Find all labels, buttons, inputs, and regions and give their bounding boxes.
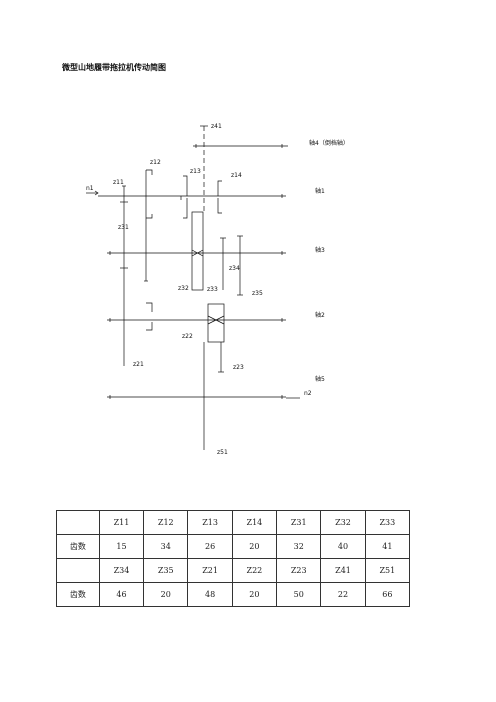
table-cell: Z35 xyxy=(143,558,189,583)
table-cell: 66 xyxy=(364,582,411,607)
table-cell xyxy=(56,558,100,583)
table-cell: Z41 xyxy=(320,558,366,583)
gear-label-z13: z13 xyxy=(190,168,201,175)
gear-label-z12: z12 xyxy=(150,159,161,166)
table-row: 齿数 15 34 26 20 32 40 41 xyxy=(56,534,411,559)
table-cell: 22 xyxy=(320,582,366,607)
table-cell: 48 xyxy=(187,582,233,607)
table-cell: 41 xyxy=(364,534,411,559)
gear-label-z51: z51 xyxy=(217,449,228,456)
input-speed-label: n1 xyxy=(86,185,94,192)
gear-label-z22: z22 xyxy=(182,333,193,340)
table-cell: Z11 xyxy=(98,510,145,535)
table-cell: Z22 xyxy=(231,558,278,583)
axis-label-4: 轴4（倒档轴） xyxy=(309,139,349,147)
table-cell: Z31 xyxy=(276,510,322,535)
output-speed-label: n2 xyxy=(304,390,312,397)
table-cell: 46 xyxy=(98,582,145,607)
gear-label-z33: z33 xyxy=(207,286,218,293)
gear-label-z34: z34 xyxy=(229,265,240,272)
table-cell xyxy=(56,510,100,535)
table-row: 齿数 46 20 48 20 50 22 66 xyxy=(56,582,411,607)
table-cell: 20 xyxy=(143,582,189,607)
table-cell: Z34 xyxy=(98,558,145,583)
gear-label-z35: z35 xyxy=(252,290,263,297)
table-cell: Z12 xyxy=(143,510,189,535)
gear-teeth-table: Z11 Z12 Z13 Z14 Z31 Z32 Z33 齿数 15 34 26 … xyxy=(56,510,411,607)
table-cell: 26 xyxy=(187,534,233,559)
axis-label-1: 轴1 xyxy=(315,187,325,195)
axis-label-3: 轴3 xyxy=(315,246,325,254)
table-cell: Z13 xyxy=(187,510,233,535)
gear-label-z32: z32 xyxy=(178,285,189,292)
table-cell: 齿数 xyxy=(56,582,100,607)
table-cell: 齿数 xyxy=(56,534,100,559)
table-row: Z34 Z35 Z21 Z22 Z23 Z41 Z51 xyxy=(56,558,411,583)
axis-label-2: 轴2 xyxy=(315,311,325,319)
gear-label-z14: z14 xyxy=(231,172,242,179)
gear-label-z23: z23 xyxy=(233,364,244,371)
axis-label-5: 轴5 xyxy=(315,375,325,383)
gear-label-z41: z41 xyxy=(211,123,222,130)
table-cell: Z23 xyxy=(276,558,322,583)
table-cell: 20 xyxy=(231,534,278,559)
table-row: Z11 Z12 Z13 Z14 Z31 Z32 Z33 xyxy=(56,510,411,535)
gear-label-z21: z21 xyxy=(133,361,144,368)
table-cell: Z32 xyxy=(320,510,366,535)
table-cell: 50 xyxy=(276,582,322,607)
gear-z32 xyxy=(191,211,204,291)
document-title: 微型山地履带拖拉机传动简图 xyxy=(62,63,166,72)
table-cell: 20 xyxy=(231,582,278,607)
table-cell: 32 xyxy=(276,534,322,559)
table-cell: Z33 xyxy=(364,510,411,535)
table-cell: Z14 xyxy=(231,510,278,535)
table-cell: 40 xyxy=(320,534,366,559)
table-cell: Z21 xyxy=(187,558,233,583)
table-cell: Z51 xyxy=(364,558,411,583)
gear-label-z11: z11 xyxy=(113,179,124,186)
gear-z33 xyxy=(207,303,225,343)
table-cell: 15 xyxy=(98,534,145,559)
gear-label-z31: z31 xyxy=(118,224,129,231)
table-cell: 34 xyxy=(143,534,189,559)
